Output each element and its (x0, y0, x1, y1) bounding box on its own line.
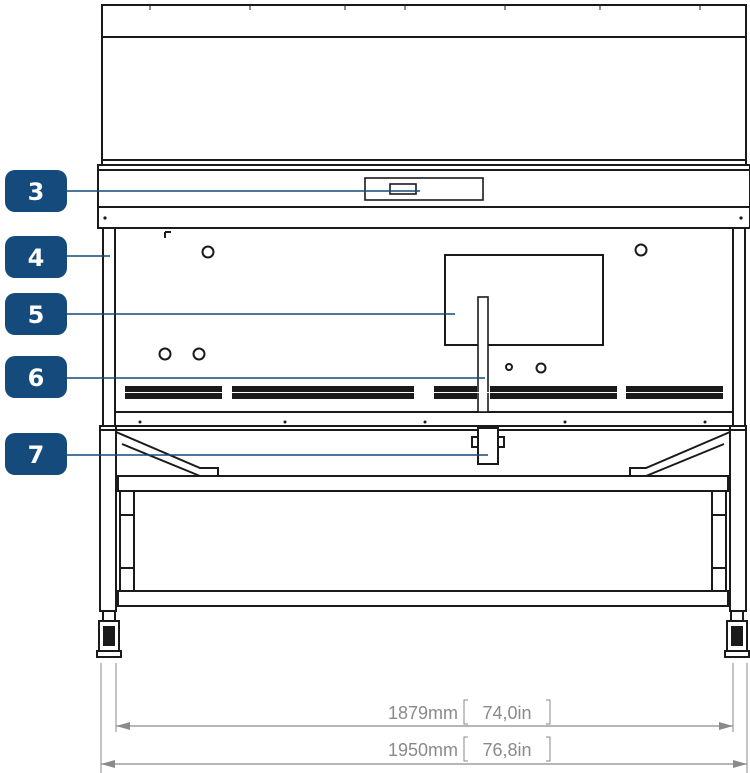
dimension-extension-lines (100, 663, 748, 773)
dimension-outer-width: 1950mm 76,8in (101, 736, 747, 768)
utility-box (471, 427, 505, 465)
service-ports (158, 243, 648, 374)
caster-left (96, 610, 122, 658)
callout-number-3: 3 (28, 178, 45, 206)
dimension-inner-in: 74,0in (482, 703, 531, 723)
callout-badge-5: 5 (5, 293, 67, 335)
callout-number-7: 7 (28, 441, 45, 469)
dimension-outer-mm: 1950mm (388, 740, 458, 760)
dimension-inner-width: 1879mm 74,0in (116, 699, 733, 730)
callout-badge-3: 3 (5, 170, 67, 212)
worksurface-marks (138, 420, 707, 424)
leader-lines (62, 190, 488, 456)
dimension-inner-mm: 1879mm (388, 703, 458, 723)
callout-number-4: 4 (28, 244, 45, 272)
drain-pipe (477, 296, 489, 413)
callout-badge-7: 7 (5, 433, 67, 475)
caster-right (724, 610, 750, 658)
dimension-outer-in: 76,8in (482, 740, 531, 760)
screw-left (103, 216, 107, 220)
control-panel-band (97, 164, 750, 229)
control-panel-display (364, 177, 484, 201)
back-panel-window (444, 254, 604, 346)
screw-right (739, 216, 743, 220)
gas-valve-icon (164, 231, 171, 238)
cabinet-canopy (101, 4, 747, 166)
air-grille (125, 386, 723, 399)
callout-number-5: 5 (28, 301, 45, 329)
callout-badge-4: 4 (5, 236, 67, 278)
base-stand (99, 425, 747, 612)
callout-badge-6: 6 (5, 356, 67, 398)
work-chamber (102, 227, 746, 427)
callout-number-6: 6 (28, 364, 45, 392)
canopy-tick-marks (149, 5, 701, 10)
